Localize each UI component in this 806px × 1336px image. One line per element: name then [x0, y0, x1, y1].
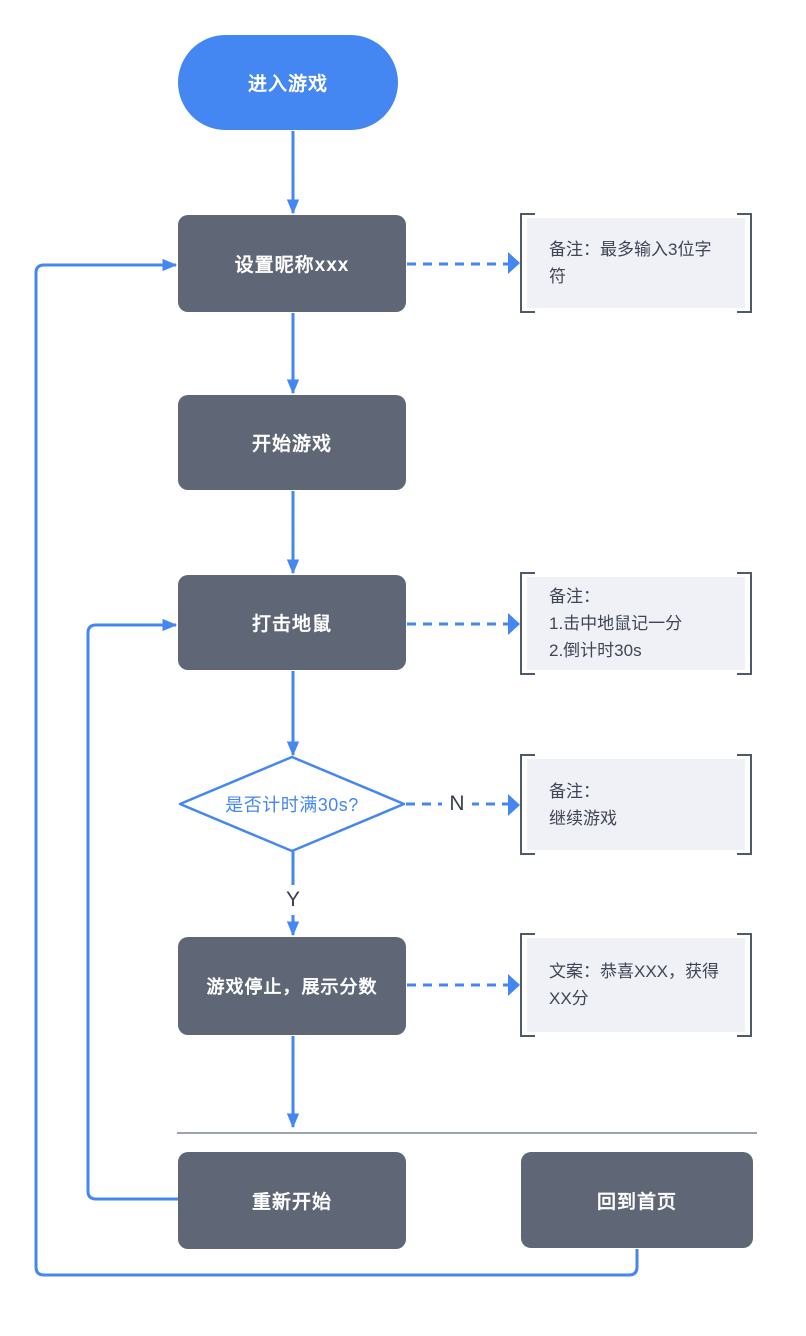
note-text: 备注： 继续游戏	[549, 778, 617, 832]
note-line: 备注：	[549, 781, 600, 801]
note-background: 备注： 继续游戏	[527, 759, 745, 850]
node-hit-mole: 打击地鼠	[178, 575, 406, 670]
note-arrowhead-icon	[508, 252, 520, 274]
note-nickname: 备注：最多输入3位字符	[508, 213, 752, 313]
note-line: 1.击中地鼠记一分	[549, 614, 683, 633]
node-start: 进入游戏	[178, 35, 398, 130]
note-arrowhead-icon	[508, 793, 520, 816]
note-text: 文案：恭喜XXX，获得XX分	[549, 962, 720, 1008]
note-background: 备注：最多输入3位字符	[527, 218, 745, 308]
note-background: 文案：恭喜XXX，获得XX分	[527, 938, 745, 1032]
note-hit-mole: 备注： 1.击中地鼠记一分 2.倒计时30s	[508, 572, 752, 675]
node-back-home: 回到首页	[521, 1152, 753, 1248]
note-arrowhead-icon	[508, 612, 520, 635]
note-background: 备注： 1.击中地鼠记一分 2.倒计时30s	[527, 577, 745, 670]
note-continue: 备注： 继续游戏	[508, 754, 752, 855]
node-restart: 重新开始	[178, 1152, 406, 1249]
branch-label-yes: Y	[277, 885, 309, 915]
node-start-game: 开始游戏	[178, 395, 406, 490]
decision-diamond-shape	[178, 755, 406, 853]
node-game-stop: 游戏停止，展示分数	[178, 937, 406, 1035]
node-decision-label: 是否计时满30s?	[225, 795, 359, 815]
note-line: 备注：	[549, 587, 600, 606]
note-text: 备注： 1.击中地鼠记一分 2.倒计时30s	[549, 583, 682, 664]
note-arrowhead-icon	[508, 974, 520, 996]
edge-backhome-to-nickname	[34, 258, 639, 1277]
note-line: 继续游戏	[549, 808, 617, 828]
edge-restart-to-hitmole	[86, 618, 178, 1201]
note-score: 文案：恭喜XXX，获得XX分	[508, 933, 752, 1037]
node-set-nickname: 设置昵称xxx	[178, 215, 406, 312]
note-line: 2.倒计时30s	[549, 641, 642, 660]
note-text: 备注：最多输入3位字符	[549, 240, 712, 286]
branch-label-no: N	[442, 789, 472, 819]
